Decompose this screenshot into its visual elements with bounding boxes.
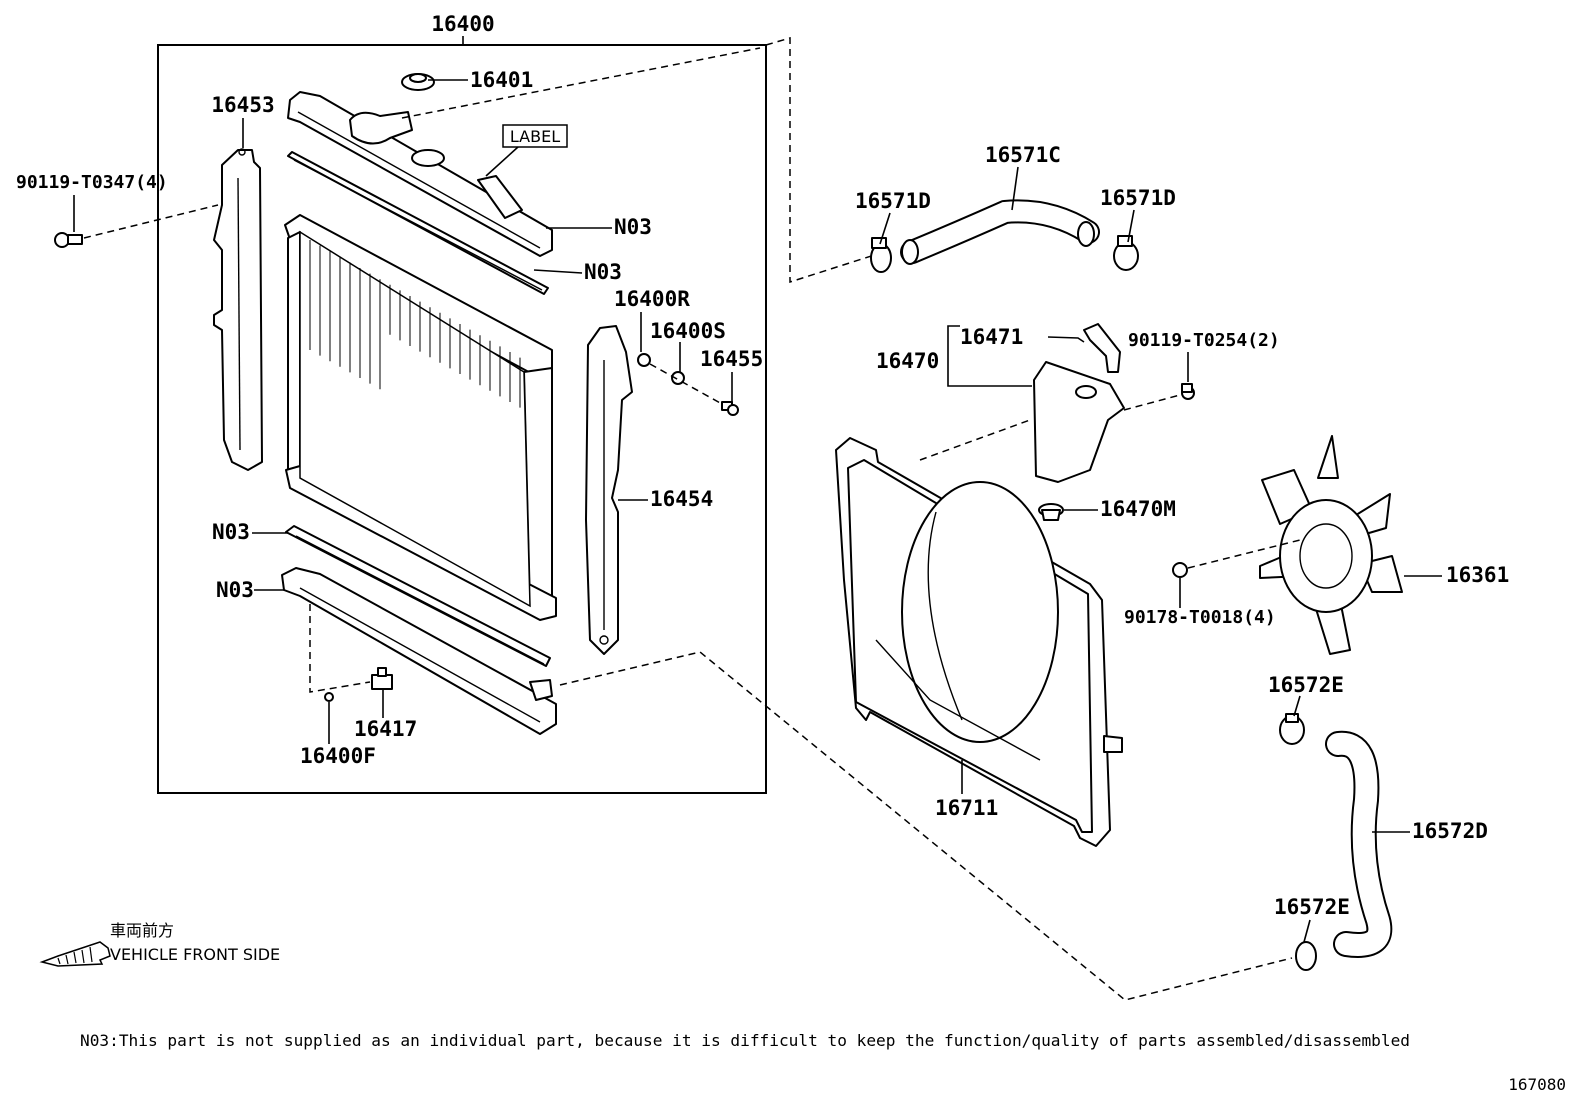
drain-cock-icon [371, 667, 393, 690]
reservoir-hose-16471 [1083, 323, 1121, 373]
label-bolt-left: 90119-T0347(4) [16, 172, 168, 193]
assembly-dash-top [765, 37, 891, 284]
label-n03-lower-tank: N03 [216, 578, 254, 602]
label-16571C: 16571C [985, 143, 1061, 167]
label-16400S: 16400S [650, 319, 726, 343]
upper-hose-end-left [901, 239, 919, 265]
label-16400F: 16400F [300, 744, 376, 768]
part-labels: 16400 16401 16453 90119-T0347(4) LABEL N… [16, 12, 1566, 1094]
label-bolt-reservoir: 90119-T0254(2) [1128, 330, 1280, 351]
bolt-reservoir-icon [1181, 383, 1195, 400]
label-16571D-right: 16571D [1100, 186, 1176, 210]
label-16711: 16711 [935, 796, 998, 820]
lower-gasket [285, 525, 551, 667]
label-16453: 16453 [211, 93, 274, 117]
radiator-assembly-frame [157, 44, 767, 794]
label-16572E-top: 16572E [1268, 673, 1344, 697]
label-16572E-bottom: 16572E [1274, 895, 1350, 919]
label-n03-lower-gasket: N03 [212, 520, 250, 544]
side-bracket-left [213, 149, 263, 471]
upper-tank-cap-seat [411, 149, 445, 167]
upper-tank-inlet [477, 175, 523, 219]
lower-tank-edge [299, 587, 541, 723]
radiator-core [284, 214, 557, 621]
bracket-bolt-dash [649, 363, 723, 405]
direction-english: VEHICLE FRONT SIDE [110, 945, 280, 964]
side-bracket-right-hole [599, 635, 609, 645]
label-nut-fan: 90178-T0018(4) [1124, 607, 1276, 628]
label-n03-upper-tank: N03 [614, 215, 652, 239]
radiator-core-fins [309, 240, 521, 408]
label-16401: 16401 [470, 68, 533, 92]
leader-lines [73, 36, 1442, 943]
upper-tank-edge [297, 111, 541, 249]
hose-clamp-lower-top-icon [1279, 713, 1305, 745]
hose-clamp-left-icon [870, 237, 892, 273]
fan-dash [1187, 539, 1301, 569]
bolt-left-icon [54, 232, 83, 248]
label-16417: 16417 [354, 717, 417, 741]
hose-clamp-right-icon [1113, 235, 1139, 271]
upper-tank-filler-neck [349, 111, 413, 145]
label-16454: 16454 [650, 487, 713, 511]
bolt-left-dash [83, 204, 219, 239]
footnote: N03:This part is not supplied as an indi… [80, 1031, 1410, 1050]
drain-oring-icon [324, 692, 334, 702]
radiator-cap-icon [401, 73, 435, 91]
side-bracket-right [585, 325, 633, 655]
upper-gasket-inner [293, 159, 543, 291]
arrow-hatch [57, 946, 93, 965]
label-16572D: 16572D [1412, 819, 1488, 843]
grommet-16470M-icon [1038, 503, 1064, 521]
label-16455: 16455 [700, 347, 763, 371]
label-assembly: 16400 [431, 12, 494, 36]
lower-hose-fill [1327, 732, 1391, 956]
direction-japanese: 車両前方 [110, 921, 174, 940]
lower-tank-outlet [529, 679, 553, 701]
label-16471: 16471 [960, 325, 1023, 349]
reservoir-tank [1033, 361, 1125, 483]
lower-gasket-inner [295, 535, 545, 665]
figure-number: 167080 [1508, 1075, 1566, 1094]
upper-hose-fill [902, 201, 1098, 262]
cap-dash [401, 47, 761, 119]
side-bracket-left-hole [238, 148, 246, 156]
cooling-fan [1259, 435, 1403, 655]
label-16571D-left: 16571D [855, 189, 931, 213]
side-bracket-left-edge [237, 177, 241, 451]
label-16470M: 16470M [1100, 497, 1176, 521]
fan-shroud [835, 437, 1123, 847]
grommet-16400S-icon [671, 371, 685, 385]
label-tag: LABEL [510, 127, 560, 146]
label-16361: 16361 [1446, 563, 1509, 587]
shroud-dash [919, 419, 1031, 461]
label-n03-upper-gasket: N03 [584, 260, 622, 284]
washer-16400R-icon [637, 353, 651, 367]
label-16400R: 16400R [614, 287, 690, 311]
label-16470: 16470 [876, 349, 939, 373]
reservoir-cap [1075, 385, 1097, 399]
hose-clamp-lower-bottom-icon [1295, 941, 1317, 971]
label-tag-leader [485, 146, 519, 177]
upper-hose-end-right [1077, 221, 1095, 247]
reservoir-dash [1123, 394, 1181, 411]
bolt-16455-icon [721, 401, 739, 416]
label-tag-box [502, 124, 568, 148]
drain-dash [309, 604, 371, 693]
fan-nut-icon [1172, 562, 1188, 578]
